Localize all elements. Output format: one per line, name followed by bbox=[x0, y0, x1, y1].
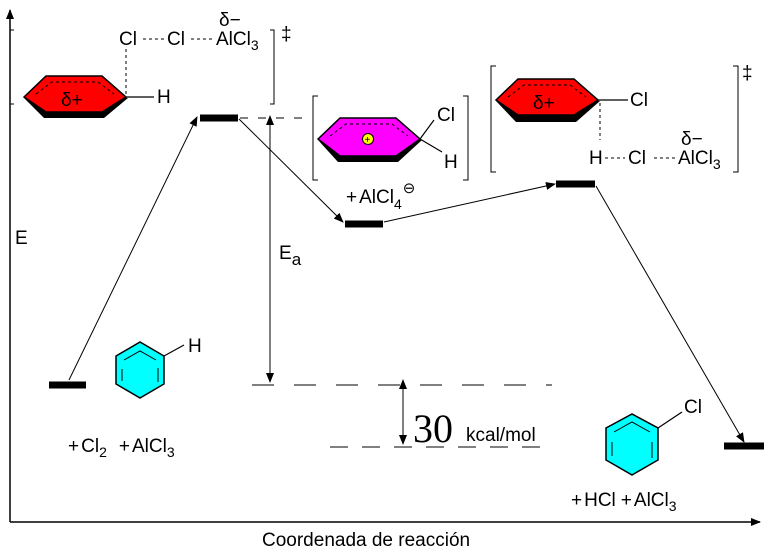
ts2-cl: Cl bbox=[628, 148, 646, 169]
ts1-cl-1: Cl bbox=[119, 29, 137, 50]
ts1-alcl3: AlCl3 bbox=[216, 29, 259, 53]
ts1-cl-2: Cl bbox=[167, 29, 185, 50]
products-formula: +HCl+AlCl3 bbox=[571, 490, 677, 514]
ts2-dagger: ‡ bbox=[742, 63, 753, 84]
path-arrow-3 bbox=[383, 182, 556, 223]
arenium-intermediate: + Cl H bbox=[312, 95, 469, 181]
path-arrow-1 bbox=[68, 116, 198, 381]
y-axis-label: E bbox=[15, 228, 28, 249]
energy-gap-unit: kcal/mol bbox=[466, 425, 536, 446]
benzene-ring-icon bbox=[115, 341, 165, 399]
product-ring-cl: Cl bbox=[684, 397, 702, 418]
x-axis-label: Coordenada de reacción bbox=[262, 530, 470, 550]
transition-state-1: ‡ δ+ H Cl Cl AlCl3 δ− bbox=[9, 10, 292, 118]
svg-text:+: + bbox=[365, 135, 371, 146]
chlorobenzene-product: Cl bbox=[605, 397, 702, 476]
path-arrow-2 bbox=[238, 118, 344, 223]
reactants-formula: +Cl2+AlCl3 bbox=[68, 436, 175, 460]
ts2-alcl3: AlCl3 bbox=[678, 148, 721, 172]
ts2-delta-minus: δ− bbox=[681, 129, 703, 150]
intermediate-ring-cl: Cl bbox=[437, 105, 455, 126]
energy-gap-value: 30 bbox=[413, 406, 453, 451]
chlorobenzene-ring-icon bbox=[605, 413, 659, 476]
intermediate-counterion: +AlCl4⊖ bbox=[346, 180, 415, 212]
reactant-ring-h: H bbox=[188, 336, 202, 357]
benzene-reactant: H bbox=[115, 336, 202, 399]
ts1-delta-plus: δ+ bbox=[61, 90, 83, 111]
ts2-delta-plus: δ+ bbox=[533, 93, 555, 114]
intermediate-ring-h: H bbox=[444, 152, 458, 173]
ts2-h: H bbox=[589, 148, 603, 169]
activation-energy-label: Ea bbox=[279, 243, 302, 269]
ts1-ring-h: H bbox=[157, 87, 171, 108]
path-arrow-4 bbox=[595, 185, 745, 443]
transition-state-2: ‡ δ+ Cl H Cl AlCl3 δ− bbox=[490, 63, 753, 173]
positive-charge-icon bbox=[362, 133, 374, 145]
ts2-ring-cl: Cl bbox=[630, 90, 648, 111]
ts1-delta-minus: δ− bbox=[219, 10, 241, 31]
ts1-dagger: ‡ bbox=[281, 24, 292, 45]
